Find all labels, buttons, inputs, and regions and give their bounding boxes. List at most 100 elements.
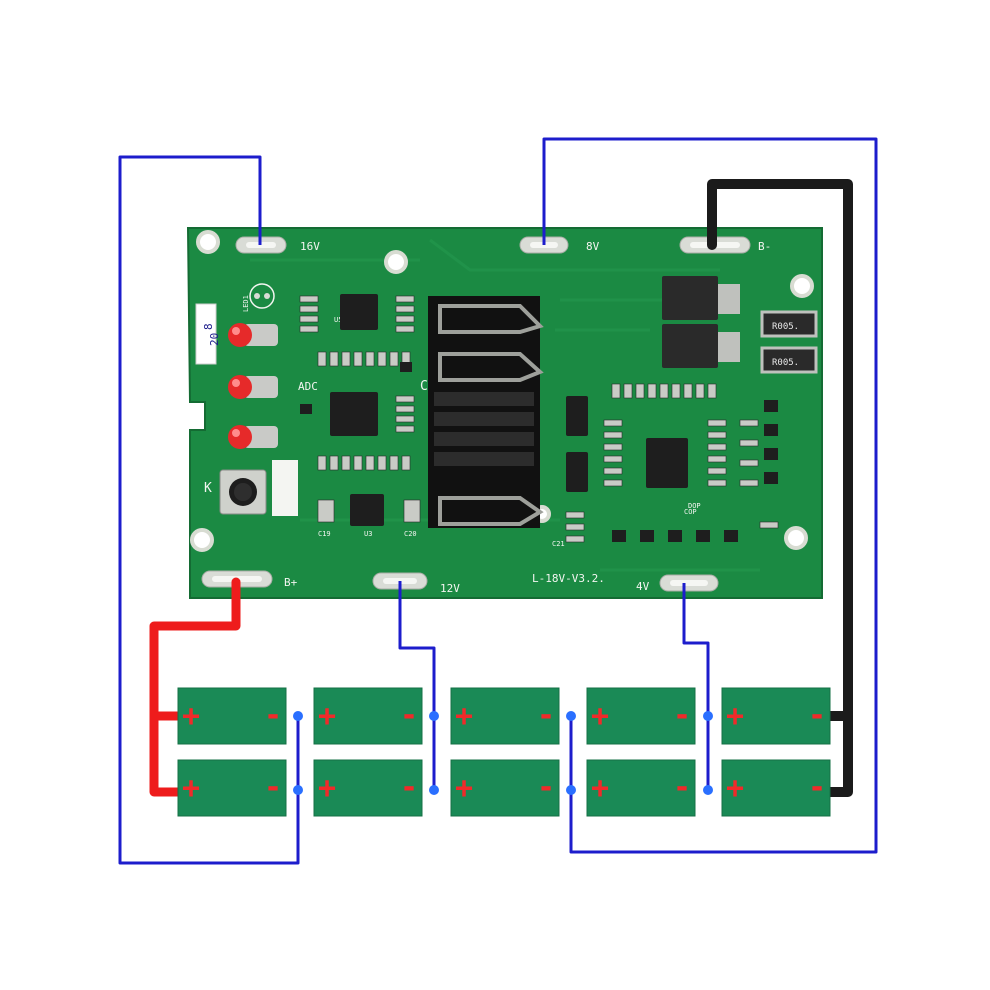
label-u5: U5 [334,316,342,324]
cell-minus-terminal: - [808,698,826,733]
mounting-holes [190,230,814,552]
cell-minus-terminal: - [537,698,555,733]
wire-4v [682,583,710,790]
mounting-hole [790,274,814,298]
wire-bplus [149,577,241,797]
label-led: LED1 [242,295,250,312]
cell-body [586,687,696,745]
led-red [228,425,278,449]
label-cop: COP [684,508,697,516]
cell-plus-terminal: + [318,771,336,806]
cell-body [313,759,423,817]
junction-dot [703,711,713,721]
battery-cell: +- [450,687,560,745]
led-footprint [249,283,275,309]
mounting-hole [196,230,220,254]
junction-dot [293,711,303,721]
label-dop: DOP [688,502,701,510]
cell-body [450,759,560,817]
label-adc: ADC [298,380,318,393]
mosfet-top [662,276,718,320]
label-12v: 12V [440,582,460,595]
battery-cells: +-+-+-+-+-+-+-+-+-+- [177,687,831,817]
junction-dot [566,711,576,721]
cell-plus-terminal: + [591,699,609,734]
sticker-text: 20 [208,333,221,346]
label-c: C [420,379,428,394]
junction-dot [703,785,713,795]
shunt-resistors: R005. R005. [760,310,818,374]
batch-sticker: 20 8 [195,303,221,365]
cell-minus-terminal: - [673,770,691,805]
sot-transistors [300,362,778,542]
wire-8v [542,137,878,854]
cell-minus-terminal: - [808,770,826,805]
push-button [219,469,267,515]
cell-minus-terminal: - [264,770,282,805]
cell-body [450,687,560,745]
battery-cell: +- [313,687,423,745]
label-bplus: B+ [284,576,298,589]
battery-cell: +- [721,759,831,817]
diode-d2 [566,452,588,492]
label-c19: C19 [318,530,331,538]
cell-plus-terminal: + [182,771,200,806]
cell-body [313,687,423,745]
shunt-label: R005. [772,358,799,368]
junction-dot [429,785,439,795]
ic-u3 [350,494,384,526]
output-terminals [428,296,544,528]
battery-cell: +- [586,687,696,745]
cell-body [721,687,831,745]
battery-cell: +- [177,759,287,817]
cell-plus-terminal: + [455,771,473,806]
cell-plus-terminal: + [726,771,744,806]
label-4v: 4V [636,580,650,593]
cell-plus-terminal: + [182,699,200,734]
cell-plus-terminal: + [318,699,336,734]
mounting-hole [784,526,808,550]
battery-cell: +- [177,687,287,745]
wire-12v [398,581,436,790]
status-leds [228,323,278,449]
led-red [228,375,278,399]
shunt-label: R005. [772,322,799,332]
led-red [228,323,278,347]
mounting-hole [190,528,214,552]
diode-d1 [566,396,588,436]
mosfet-bottom [662,324,718,368]
battery-cell: +- [721,687,831,745]
cell-minus-terminal: - [537,770,555,805]
bms-board: 16V 8V B- B+ 12V 4V L-18V-V3.2. ADC C K … [186,227,823,599]
cell-minus-terminal: - [400,698,418,733]
smd-components [299,295,779,543]
mounting-hole [384,250,408,274]
label-c20: C20 [404,530,417,538]
label-c21: C21 [552,540,565,548]
ic-u5 [340,294,378,330]
label-k: K [204,481,212,496]
sticker-text-2: 8 [202,323,215,330]
ic-main [646,438,688,488]
cell-minus-terminal: - [400,770,418,805]
junction-dots [293,711,713,795]
label-8v: 8V [586,240,600,253]
junction-dot [293,785,303,795]
cell-plus-terminal: + [591,771,609,806]
wire-16v [118,155,300,865]
ic-adc [330,392,378,436]
label-bminus: B- [758,240,771,253]
cell-body [177,687,287,745]
label-u3: U3 [364,530,372,538]
battery-cell: +- [586,759,696,817]
junction-dot [429,711,439,721]
label-16v: 16V [300,240,320,253]
battery-cell: +- [313,759,423,817]
cell-body [177,759,287,817]
series-links [296,716,710,790]
cell-plus-terminal: + [455,699,473,734]
junction-dot [566,785,576,795]
cell-body [586,759,696,817]
cell-minus-terminal: - [264,698,282,733]
